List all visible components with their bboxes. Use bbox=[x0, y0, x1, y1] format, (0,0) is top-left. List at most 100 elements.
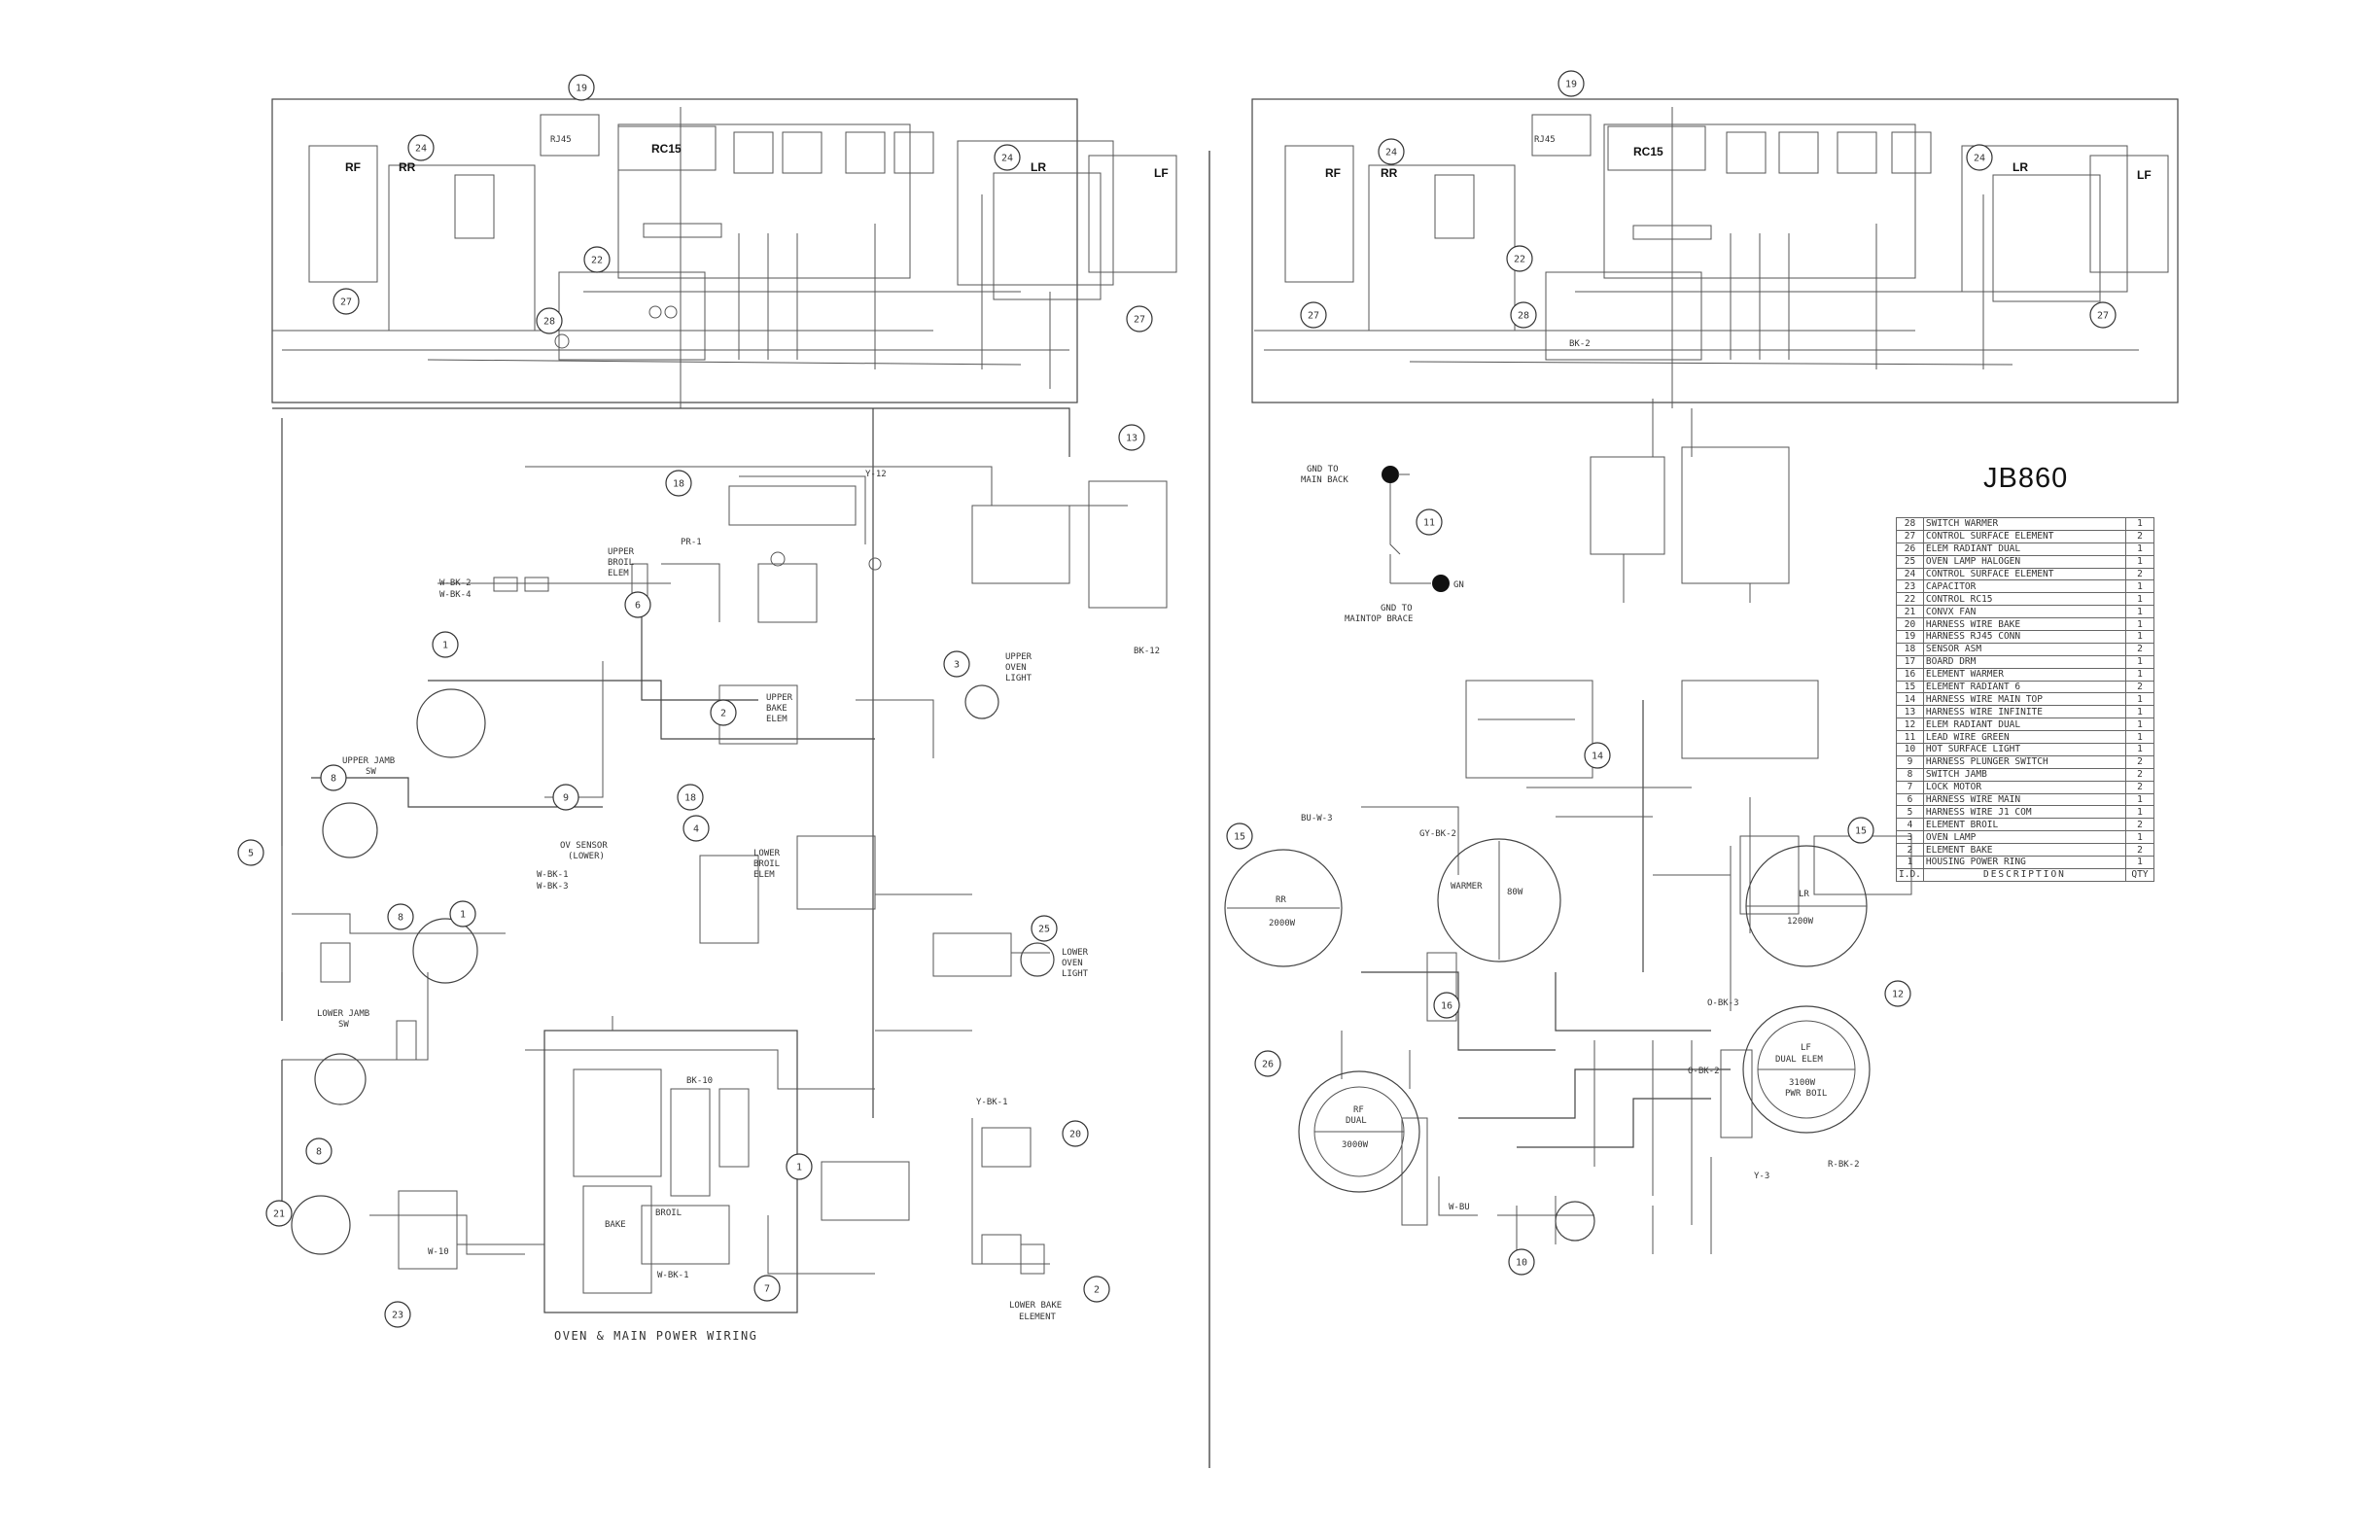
parts-list-cell: HARNESS WIRE MAIN TOP bbox=[1922, 692, 2127, 707]
callout-number: 21 bbox=[273, 1209, 285, 1220]
callout-circle bbox=[1966, 144, 1993, 171]
parts-list-cell: 1 bbox=[2125, 542, 2154, 556]
callout-circle bbox=[407, 134, 435, 161]
parts-list-cell: 10 bbox=[1896, 743, 1924, 756]
parts-list-cell: 1 bbox=[2125, 830, 2154, 845]
parts-list-cell: 20 bbox=[1896, 617, 1924, 632]
callout-c3: 3 bbox=[943, 650, 970, 678]
callout-number: 2 bbox=[720, 709, 726, 719]
callout-c8b: 8 bbox=[387, 903, 414, 930]
callout-r15a: 15 bbox=[1226, 822, 1253, 850]
burner-labels: RR 2000W WARMER 80W LR 1200W RF DUAL 300… bbox=[1269, 882, 1827, 1150]
parts-list-cell: 22 bbox=[1896, 592, 1924, 607]
ov-sensor-label-2: (LOWER) bbox=[568, 852, 605, 861]
callout-r26: 26 bbox=[1254, 1050, 1281, 1077]
burner-lr-watts: 1200W bbox=[1787, 917, 1814, 927]
burner-lf-watts: 3100W bbox=[1789, 1078, 1816, 1088]
parts-list-cell: 1 bbox=[2125, 554, 2154, 569]
parts-list-cell: CONTROL SURFACE ELEMENT bbox=[1922, 567, 2127, 581]
upper-oven-light-label-1: UPPER bbox=[1005, 652, 1032, 662]
callout-number: 7 bbox=[764, 1284, 770, 1295]
callout-number: 12 bbox=[1892, 990, 1904, 1000]
parts-list-cell: CONTROL RC15 bbox=[1922, 592, 2127, 607]
callout-r14: 14 bbox=[1584, 742, 1611, 769]
callout-circle bbox=[753, 1275, 781, 1302]
parts-list-cell: HARNESS PLUNGER SWITCH bbox=[1922, 754, 2127, 769]
callout-c7: 7 bbox=[753, 1275, 781, 1302]
callout-c18a: 18 bbox=[665, 470, 692, 497]
parts-list-cell: 21 bbox=[1896, 605, 1924, 619]
parts-list-cell: CAPACITOR bbox=[1922, 579, 2127, 594]
parts-list-cell: LEAD WIRE GREEN bbox=[1922, 730, 2127, 745]
label-rr-right: RR bbox=[1381, 166, 1398, 180]
parts-list-cell: 1 bbox=[2125, 705, 2154, 719]
parts-list-cell: 4 bbox=[1896, 818, 1924, 832]
callout-circle bbox=[943, 650, 970, 678]
callout-circle bbox=[710, 699, 737, 726]
upper-broil-label-1: UPPER bbox=[608, 547, 635, 557]
parts-list-cell: ELEM RADIANT DUAL bbox=[1922, 718, 2127, 732]
parts-list-cell: 27 bbox=[1896, 529, 1924, 543]
callout-circle bbox=[1508, 1248, 1535, 1276]
parts-list-cell: 12 bbox=[1896, 718, 1924, 732]
callout-r27a: 27 bbox=[1300, 301, 1327, 329]
lower-broil-label-1: LOWER bbox=[753, 849, 781, 858]
bake-label: BAKE bbox=[605, 1220, 626, 1230]
parts-list-cell: 7 bbox=[1896, 780, 1924, 794]
label-lf-right: LF bbox=[2137, 168, 2152, 182]
burner-rr-watts: 2000W bbox=[1269, 919, 1296, 928]
callout-r28: 28 bbox=[1510, 301, 1537, 329]
lower-broil-label-3: ELEM bbox=[753, 870, 775, 880]
callout-number: 26 bbox=[1262, 1060, 1274, 1070]
upper-broil-label-3: ELEM bbox=[608, 569, 629, 578]
parts-list-header-cell: DESCRIPTION bbox=[1922, 867, 2127, 882]
wire-tag: GY-BK-2 bbox=[1419, 829, 1456, 839]
wire-tag: Y-BK-1 bbox=[976, 1098, 1008, 1107]
upper-oven-light-icon bbox=[964, 684, 999, 719]
parts-list-cell: 13 bbox=[1896, 705, 1924, 719]
burner-rr-name: RR bbox=[1276, 895, 1286, 905]
callout-c24b: 24 bbox=[994, 144, 1021, 171]
parts-list-cell: 2 bbox=[2125, 843, 2154, 858]
parts-list-cell: 16 bbox=[1896, 667, 1924, 682]
lower-jamb-switch-icon bbox=[314, 1053, 367, 1105]
parts-list-cell: 1 bbox=[2125, 743, 2154, 756]
wire-tag: W-BK-1 bbox=[537, 870, 569, 880]
callout-number: 24 bbox=[1001, 154, 1013, 164]
callout-number: 20 bbox=[1069, 1130, 1081, 1140]
lower-bake-caption-1: LOWER BAKE bbox=[1009, 1301, 1062, 1311]
wire-tag: PR-1 bbox=[681, 538, 702, 547]
wire-tag: W-BU bbox=[1449, 1203, 1470, 1212]
parts-list-cell: 6 bbox=[1896, 792, 1924, 807]
parts-list-cell: 1 bbox=[2125, 805, 2154, 820]
wire-tag: BK-2 bbox=[1569, 339, 1591, 349]
left-top-panel: RF RR RC15 LR LF RJ45 bbox=[271, 98, 1177, 408]
lower-bake-caption-2: ELEMENT bbox=[1019, 1312, 1057, 1322]
burner-warmer-name: WARMER bbox=[1451, 882, 1483, 892]
burner-lf-name: LF bbox=[1801, 1043, 1811, 1053]
callout-circle bbox=[1506, 245, 1533, 272]
parts-list-cell: CONVX FAN bbox=[1922, 605, 2127, 619]
callout-r15b: 15 bbox=[1847, 817, 1874, 844]
gnd-maintop-2: MAINTOP BRACE bbox=[1345, 614, 1413, 624]
callout-circle bbox=[1118, 424, 1145, 451]
lower-jamb-label-1: LOWER JAMB bbox=[317, 1009, 369, 1019]
parts-list-cell: SENSOR ASM bbox=[1922, 642, 2127, 656]
callout-r10: 10 bbox=[1508, 1248, 1535, 1276]
callout-c21: 21 bbox=[265, 1200, 293, 1227]
callout-number: 11 bbox=[1423, 518, 1435, 529]
left-oven-wiring bbox=[272, 305, 1168, 1313]
parts-list-cell: 15 bbox=[1896, 680, 1924, 694]
callout-number: 16 bbox=[1441, 1001, 1452, 1012]
callout-circle bbox=[320, 764, 347, 791]
callout-c1c: 1 bbox=[786, 1153, 813, 1180]
parts-list-cell: 2 bbox=[2125, 567, 2154, 581]
callout-r19: 19 bbox=[1558, 70, 1585, 97]
